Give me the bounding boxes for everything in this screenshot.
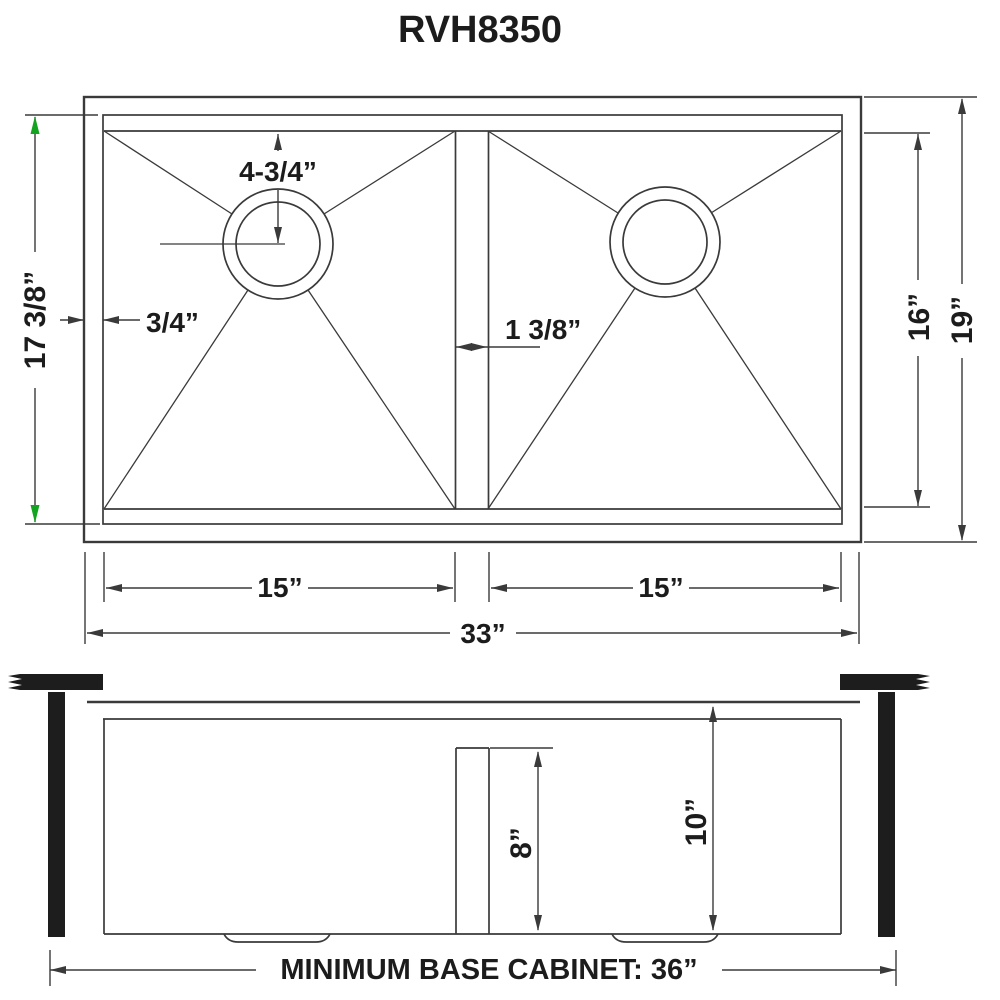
front-view: 8” 10” MINIMUM BASE CABINET: 36” [8, 674, 930, 986]
extension-lines-bottom [84, 552, 860, 644]
arrow-left-icon [456, 343, 472, 351]
arrow-up-icon [709, 706, 717, 722]
page-title: RVH8350 [398, 9, 562, 51]
left-drain-fitting [223, 933, 331, 943]
countertop-left [8, 674, 103, 690]
arrow-up-icon [914, 134, 922, 150]
arrow-down-icon [709, 915, 717, 931]
arrow-down-green-icon [30, 505, 40, 523]
dim-inner-depth: 17 3/8” [19, 114, 100, 525]
dim-base-cabinet: MINIMUM BASE CABINET: 36” [49, 950, 897, 986]
arrow-up-icon [534, 751, 542, 767]
right-drain-inner [622, 199, 708, 285]
arrow-up-icon [958, 98, 966, 114]
arrow-right-icon [841, 629, 857, 637]
right-bowl [487, 130, 842, 510]
arrow-left-icon [50, 966, 66, 974]
arrow-up-icon [274, 134, 282, 150]
sink-outer-flange [82, 95, 863, 544]
arrow-down-icon [534, 915, 542, 931]
cabinet-wall-right [878, 692, 895, 937]
dim-bowl-depth: 16” [864, 132, 936, 508]
right-drain-outer [609, 186, 721, 298]
dim-label-divider-width: 1 3/8” [505, 314, 581, 345]
dim-overall-width: 33” [87, 618, 857, 649]
arrow-down-icon [914, 490, 922, 506]
dim-bowl-height: 10” [680, 706, 717, 931]
dim-label-divider-height: 8” [505, 827, 538, 859]
base-cabinet-note: MINIMUM BASE CABINET: 36” [280, 954, 697, 986]
arrow-down-icon [958, 525, 966, 541]
countertop-right [840, 674, 930, 690]
dim-drain-offset: 4-3/4” [239, 134, 317, 243]
arrow-left-icon [103, 316, 119, 324]
dim-divider-width: 1 3/8” [456, 314, 581, 351]
dim-label-overall-depth: 19” [946, 296, 979, 344]
sink-inner-rim [102, 114, 843, 525]
arrow-left-icon [491, 584, 507, 592]
arrow-left-icon [106, 584, 122, 592]
arrow-right-icon [471, 343, 487, 351]
dim-label-bowl-depth: 16” [903, 293, 936, 341]
dim-label-lip-width: 3/4” [146, 307, 199, 338]
dim-label-inner-depth: 17 3/8” [19, 271, 52, 369]
cabinet-wall-left [48, 692, 65, 937]
arrow-left-icon [87, 629, 103, 637]
arrow-up-green-icon [30, 116, 40, 134]
arrow-right-icon [823, 584, 839, 592]
arrow-right-icon [68, 316, 84, 324]
dim-divider-height: 8” [490, 747, 553, 931]
dim-label-overall-width: 33” [460, 618, 505, 649]
dim-overall-depth: 19” [864, 96, 979, 543]
dim-label-bowl-height: 10” [680, 798, 713, 846]
dim-lip-width: 3/4” [60, 307, 199, 338]
dim-left-bowl-width: 15” [106, 572, 453, 603]
dim-label-left-bowl-width: 15” [257, 572, 302, 603]
dim-right-bowl-width: 15” [491, 572, 839, 603]
right-drain-fitting [611, 933, 719, 943]
top-view: 4-3/4” 3/4” 1 3/8” 17 3/8” [19, 95, 979, 649]
arrow-right-icon [880, 966, 896, 974]
arrow-right-icon [437, 584, 453, 592]
dim-label-right-bowl-width: 15” [638, 572, 683, 603]
arrow-down-icon [274, 227, 282, 243]
dim-label-drain-offset: 4-3/4” [239, 156, 317, 187]
